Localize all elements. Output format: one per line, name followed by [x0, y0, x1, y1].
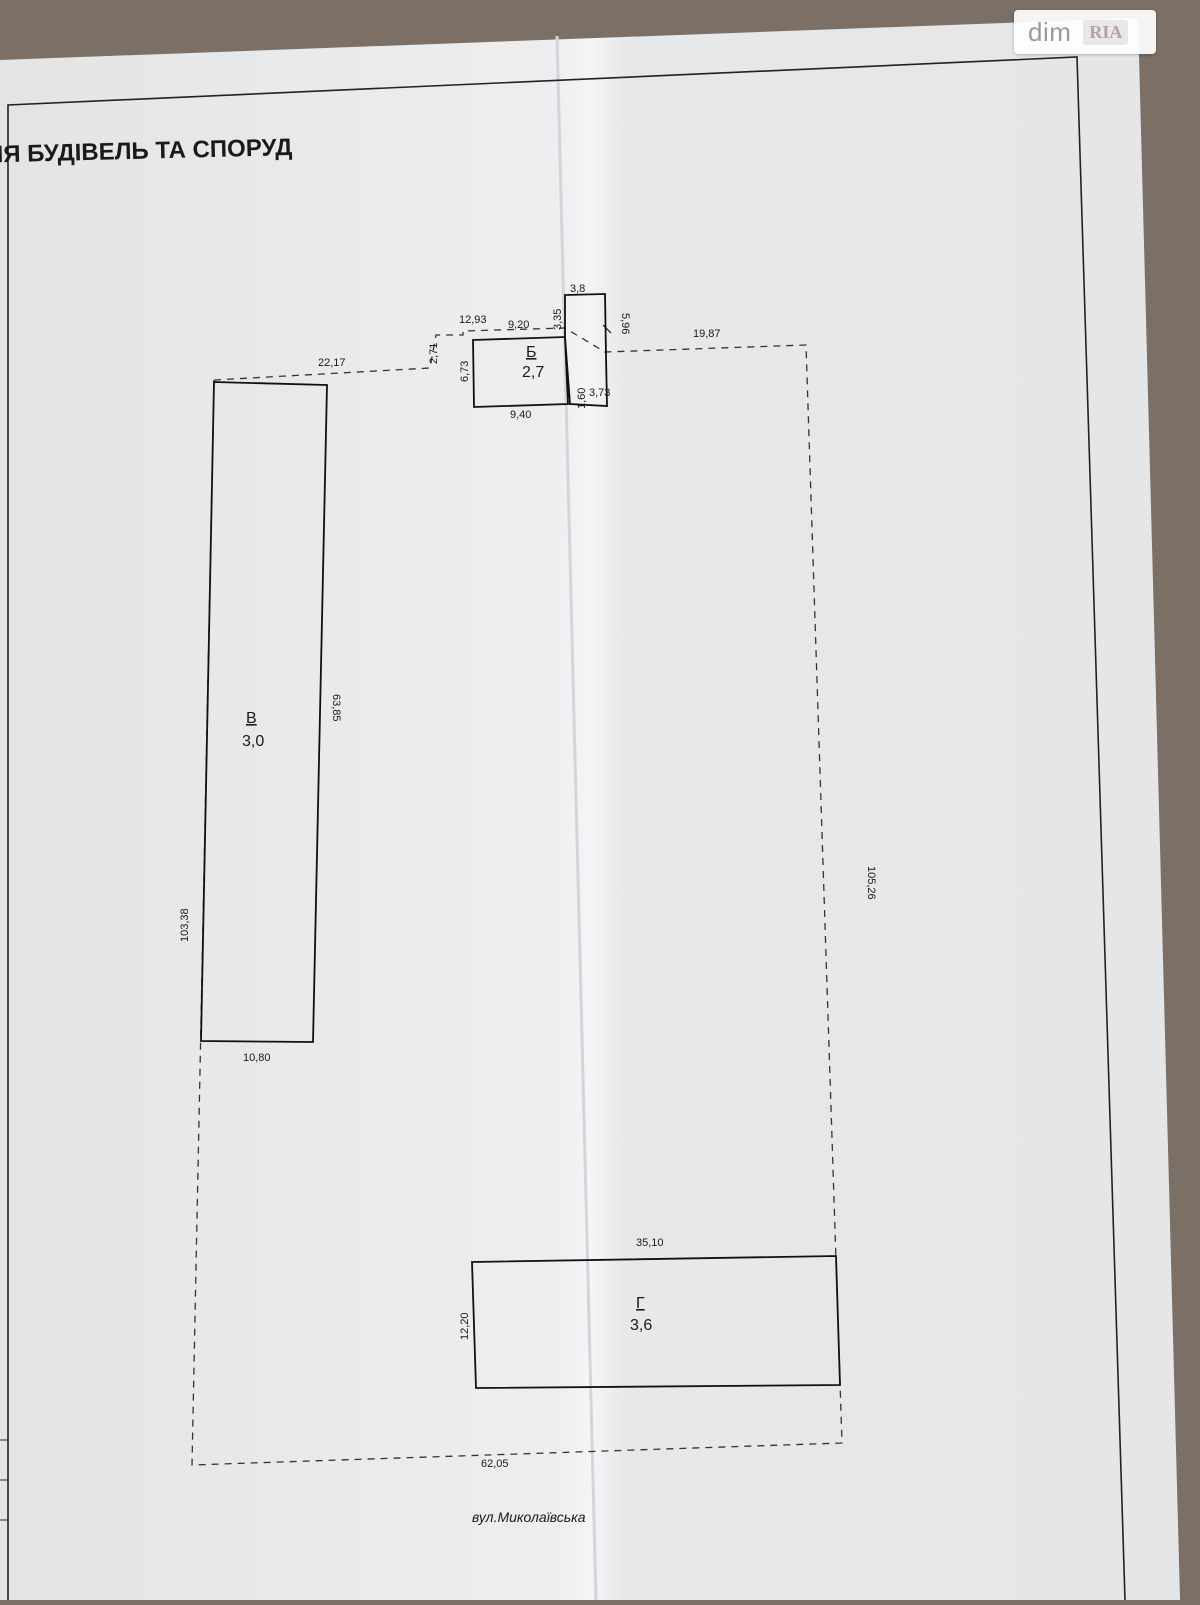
dim-left-boundary: 103,38 [179, 908, 191, 942]
watermark-text: dim [1028, 16, 1072, 47]
dim-right-small-height: 5,96 [619, 313, 631, 334]
dim-b-height: 6,73 [459, 361, 471, 382]
building-b-height: 2,7 [522, 364, 544, 381]
dim-bottom-boundary: 62,05 [481, 1458, 509, 1470]
watermark-logo: dim RIA [1014, 10, 1156, 54]
building-g-outline [471, 1255, 841, 1389]
dim-right-boundary: 105,26 [865, 866, 877, 900]
dim-small-offset: 1,60 [576, 388, 588, 409]
dim-step-height: 3,35 [552, 309, 564, 330]
building-b-id: Б [526, 344, 537, 361]
building-b-annex-outline [564, 293, 608, 407]
watermark-badge: RIA [1083, 19, 1129, 45]
building-g-height: 3,6 [630, 1317, 652, 1334]
dim-b-bottom-width: 9,40 [510, 409, 531, 421]
dim-top-left-boundary: 22,17 [318, 357, 346, 369]
dim-small-offset2: 3,73 [589, 387, 610, 399]
drawing-frame [7, 56, 1126, 1601]
dim-v-width: 10,80 [243, 1052, 271, 1064]
dim-b-top-width: 9,20 [508, 319, 529, 331]
annex-arrow [602, 324, 612, 334]
building-v-id: В [246, 710, 257, 727]
dim-top-right-boundary: 19,87 [693, 328, 721, 340]
building-g-id: Г [636, 1295, 645, 1312]
dim-g-length: 35,10 [636, 1237, 664, 1249]
dim-top-small-width: 3,8 [570, 283, 585, 295]
building-b-outline [472, 336, 569, 408]
dim-left-step: 2,71 [428, 343, 440, 364]
dim-g-width: 12,20 [459, 1312, 471, 1340]
building-v-height: 3,0 [242, 733, 264, 750]
fold-crease [555, 35, 598, 1601]
building-v-outline [200, 381, 328, 1043]
dim-v-length: 63,85 [330, 694, 342, 722]
dim-b-top-left: 12,93 [459, 314, 487, 326]
paper-sheet [0, 18, 1180, 1600]
street-label: вул.Миколаївська [472, 1509, 586, 1525]
